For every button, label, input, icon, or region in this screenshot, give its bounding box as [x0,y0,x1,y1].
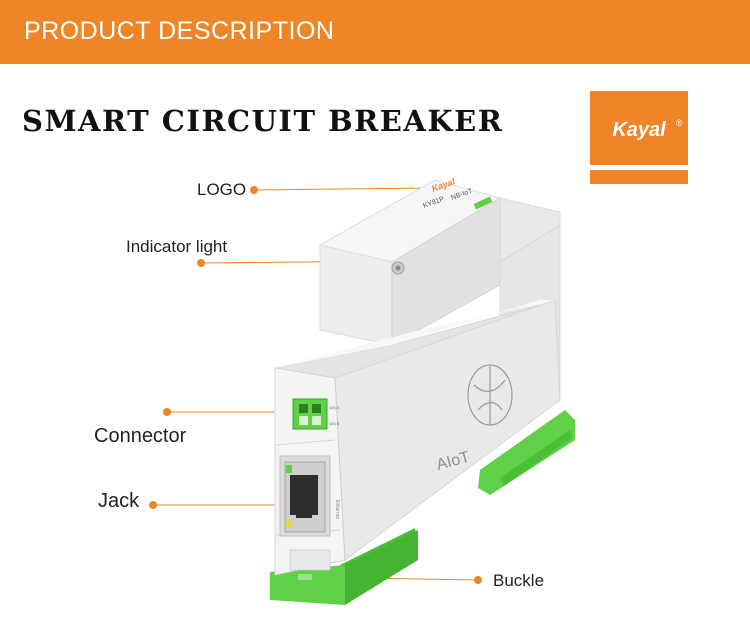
callout-logo: LOGO [197,180,247,199]
callout-connector: Connector [94,425,187,447]
brand-logo-mark: ® [676,118,683,128]
din-rail-clips [270,410,575,605]
page-title: SMART CIRCUIT BREAKER [22,104,504,138]
callout-buckle: Buckle [493,571,545,590]
brand-logo: Kayal ® [590,91,688,184]
front-buckle [289,549,331,580]
callout-indicator: Indicator light [126,237,228,256]
banner-title: PRODUCT DESCRIPTION [24,17,335,45]
port-label: Ethernet [334,500,340,520]
brand-logo-block: Kayal ® [590,91,688,165]
terminal-connector [292,398,328,430]
device-upper-box [318,179,561,346]
brand-logo-text: Kayal [612,119,666,141]
header-banner: PRODUCT DESCRIPTION [0,0,750,64]
device-top-labels [391,196,493,275]
terminal-label-b: 485 B [329,421,340,426]
brand-logo-bar [590,170,688,184]
ethernet-jack [279,455,331,537]
terminal-label-a: 485 A [329,405,340,410]
aiot-emblem-icon [467,364,513,426]
callout-jack: Jack [98,490,140,512]
